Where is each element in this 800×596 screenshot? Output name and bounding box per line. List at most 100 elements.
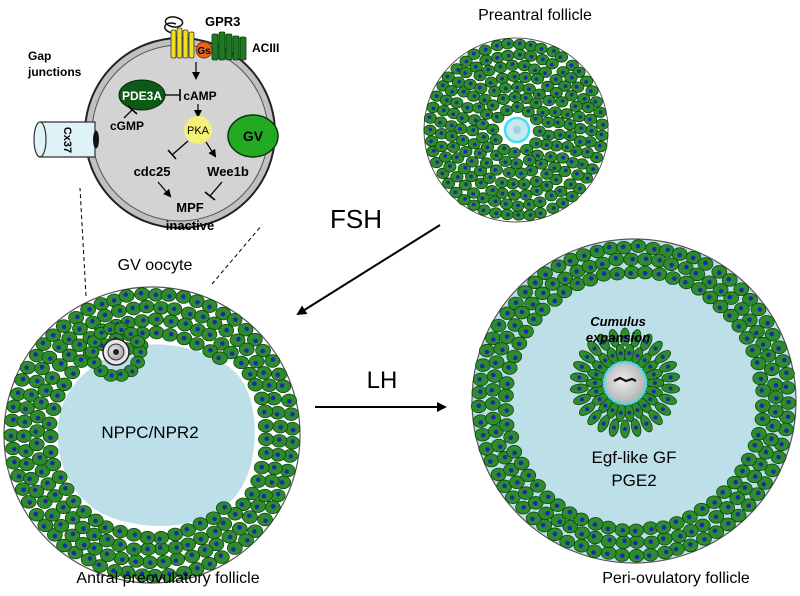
- cell-nucleus: [275, 372, 280, 378]
- cell-nucleus: [51, 333, 56, 338]
- cell-nucleus: [21, 433, 26, 439]
- cell-nucleus: [493, 199, 498, 204]
- cell-nucleus: [461, 137, 465, 142]
- cell-nucleus: [508, 435, 514, 440]
- cell-nucleus: [195, 326, 200, 332]
- cell-nucleus: [649, 527, 654, 532]
- cell-nucleus: [538, 199, 543, 204]
- inset-connector-right: [211, 224, 263, 285]
- cell-nucleus: [511, 192, 515, 197]
- gv-oocyte-label: GV oocyte: [118, 257, 193, 274]
- cell-nucleus: [738, 306, 744, 311]
- cell-nucleus: [526, 202, 531, 207]
- cell-nucleus: [541, 290, 546, 296]
- cell-nucleus: [733, 479, 739, 485]
- cell-nucleus: [134, 339, 139, 345]
- cell-nucleus: [494, 153, 499, 158]
- cell-nucleus: [133, 559, 138, 564]
- cell-nucleus: [496, 472, 502, 478]
- cell-nucleus: [530, 302, 536, 307]
- cell-nucleus: [278, 425, 283, 430]
- lh-label: LH: [367, 367, 398, 394]
- cell-nucleus: [264, 436, 270, 442]
- cell-nucleus: [506, 365, 511, 370]
- cell-nucleus: [427, 115, 432, 119]
- cell-nucleus: [606, 244, 612, 250]
- cell-nucleus: [438, 120, 442, 125]
- cell-nucleus: [563, 84, 568, 89]
- cell-nucleus: [473, 142, 477, 147]
- cell-nucleus: [445, 74, 450, 79]
- cell-nucleus: [600, 261, 605, 267]
- periovulatory-label: Peri-ovulatory follicle: [602, 570, 750, 587]
- mpf-label: MPF: [176, 200, 204, 215]
- cell-nucleus: [648, 364, 653, 369]
- cell-nucleus: [145, 546, 150, 552]
- cell-nucleus: [500, 180, 505, 185]
- cell-nucleus: [221, 520, 226, 525]
- fsh-label: FSH: [330, 204, 382, 234]
- cell-nucleus: [168, 319, 174, 324]
- cell-nucleus: [259, 464, 265, 470]
- cell-nucleus: [663, 549, 669, 555]
- cell-nucleus: [11, 417, 16, 422]
- cell-nucleus: [746, 456, 751, 462]
- cell-nucleus: [22, 419, 28, 425]
- cell-nucleus: [236, 336, 241, 342]
- cell-nucleus: [93, 518, 98, 524]
- cell-nucleus: [27, 476, 32, 482]
- cell-nucleus: [678, 533, 683, 539]
- cell-nucleus: [197, 520, 203, 526]
- cell-nucleus: [478, 168, 483, 172]
- cell-nucleus: [77, 342, 82, 347]
- cell-nucleus: [543, 272, 548, 277]
- cell-nucleus: [167, 571, 172, 577]
- cell-nucleus: [266, 383, 272, 388]
- cell-nucleus: [585, 407, 590, 412]
- cell-nucleus: [231, 547, 236, 552]
- cell-nucleus: [144, 304, 149, 310]
- cell-nucleus: [579, 531, 584, 537]
- cell-nucleus: [276, 437, 282, 442]
- cell-nucleus: [594, 372, 599, 377]
- cell-nucleus: [516, 203, 520, 208]
- npp-label: NPPC/NPR2: [101, 423, 198, 442]
- camp-label: cAMP: [183, 89, 216, 103]
- cell-nucleus: [648, 539, 654, 544]
- cell-nucleus: [212, 516, 217, 522]
- cell-nucleus: [140, 330, 145, 336]
- cell-nucleus: [248, 372, 253, 377]
- cell-nucleus: [534, 141, 539, 146]
- antral-follicle: NPPC/NPR2: [3, 286, 301, 584]
- cell-nucleus: [516, 212, 520, 217]
- cell-nucleus: [244, 348, 249, 353]
- cell-nucleus: [480, 196, 485, 201]
- cell-nucleus: [515, 480, 520, 485]
- cell-nucleus: [642, 403, 647, 408]
- cell-nucleus: [482, 98, 487, 103]
- cell-nucleus: [49, 375, 55, 381]
- cell-nucleus: [128, 331, 133, 337]
- cell-nucleus: [66, 337, 72, 342]
- gs-protein: Gs: [195, 41, 213, 59]
- cell-nucleus: [580, 162, 584, 167]
- cell-nucleus: [628, 270, 633, 276]
- cell-nucleus: [486, 67, 491, 72]
- cell-nucleus: [157, 536, 162, 542]
- cell-nucleus: [207, 332, 213, 338]
- cell-nucleus: [58, 475, 64, 480]
- cell-nucleus: [78, 357, 84, 362]
- cell-nucleus: [554, 177, 559, 182]
- cell-nucleus: [92, 533, 97, 539]
- cell-nucleus: [651, 389, 656, 394]
- cell-nucleus: [56, 345, 61, 350]
- cumulus-cells: [570, 327, 680, 439]
- cell-nucleus: [71, 498, 76, 504]
- cell-nucleus: [491, 337, 496, 342]
- cell-nucleus: [104, 551, 110, 557]
- cell-nucleus: [446, 180, 450, 185]
- cell-nucleus: [435, 160, 440, 165]
- cumulus-label-2: expansion: [586, 330, 650, 345]
- cell-nucleus: [677, 252, 682, 258]
